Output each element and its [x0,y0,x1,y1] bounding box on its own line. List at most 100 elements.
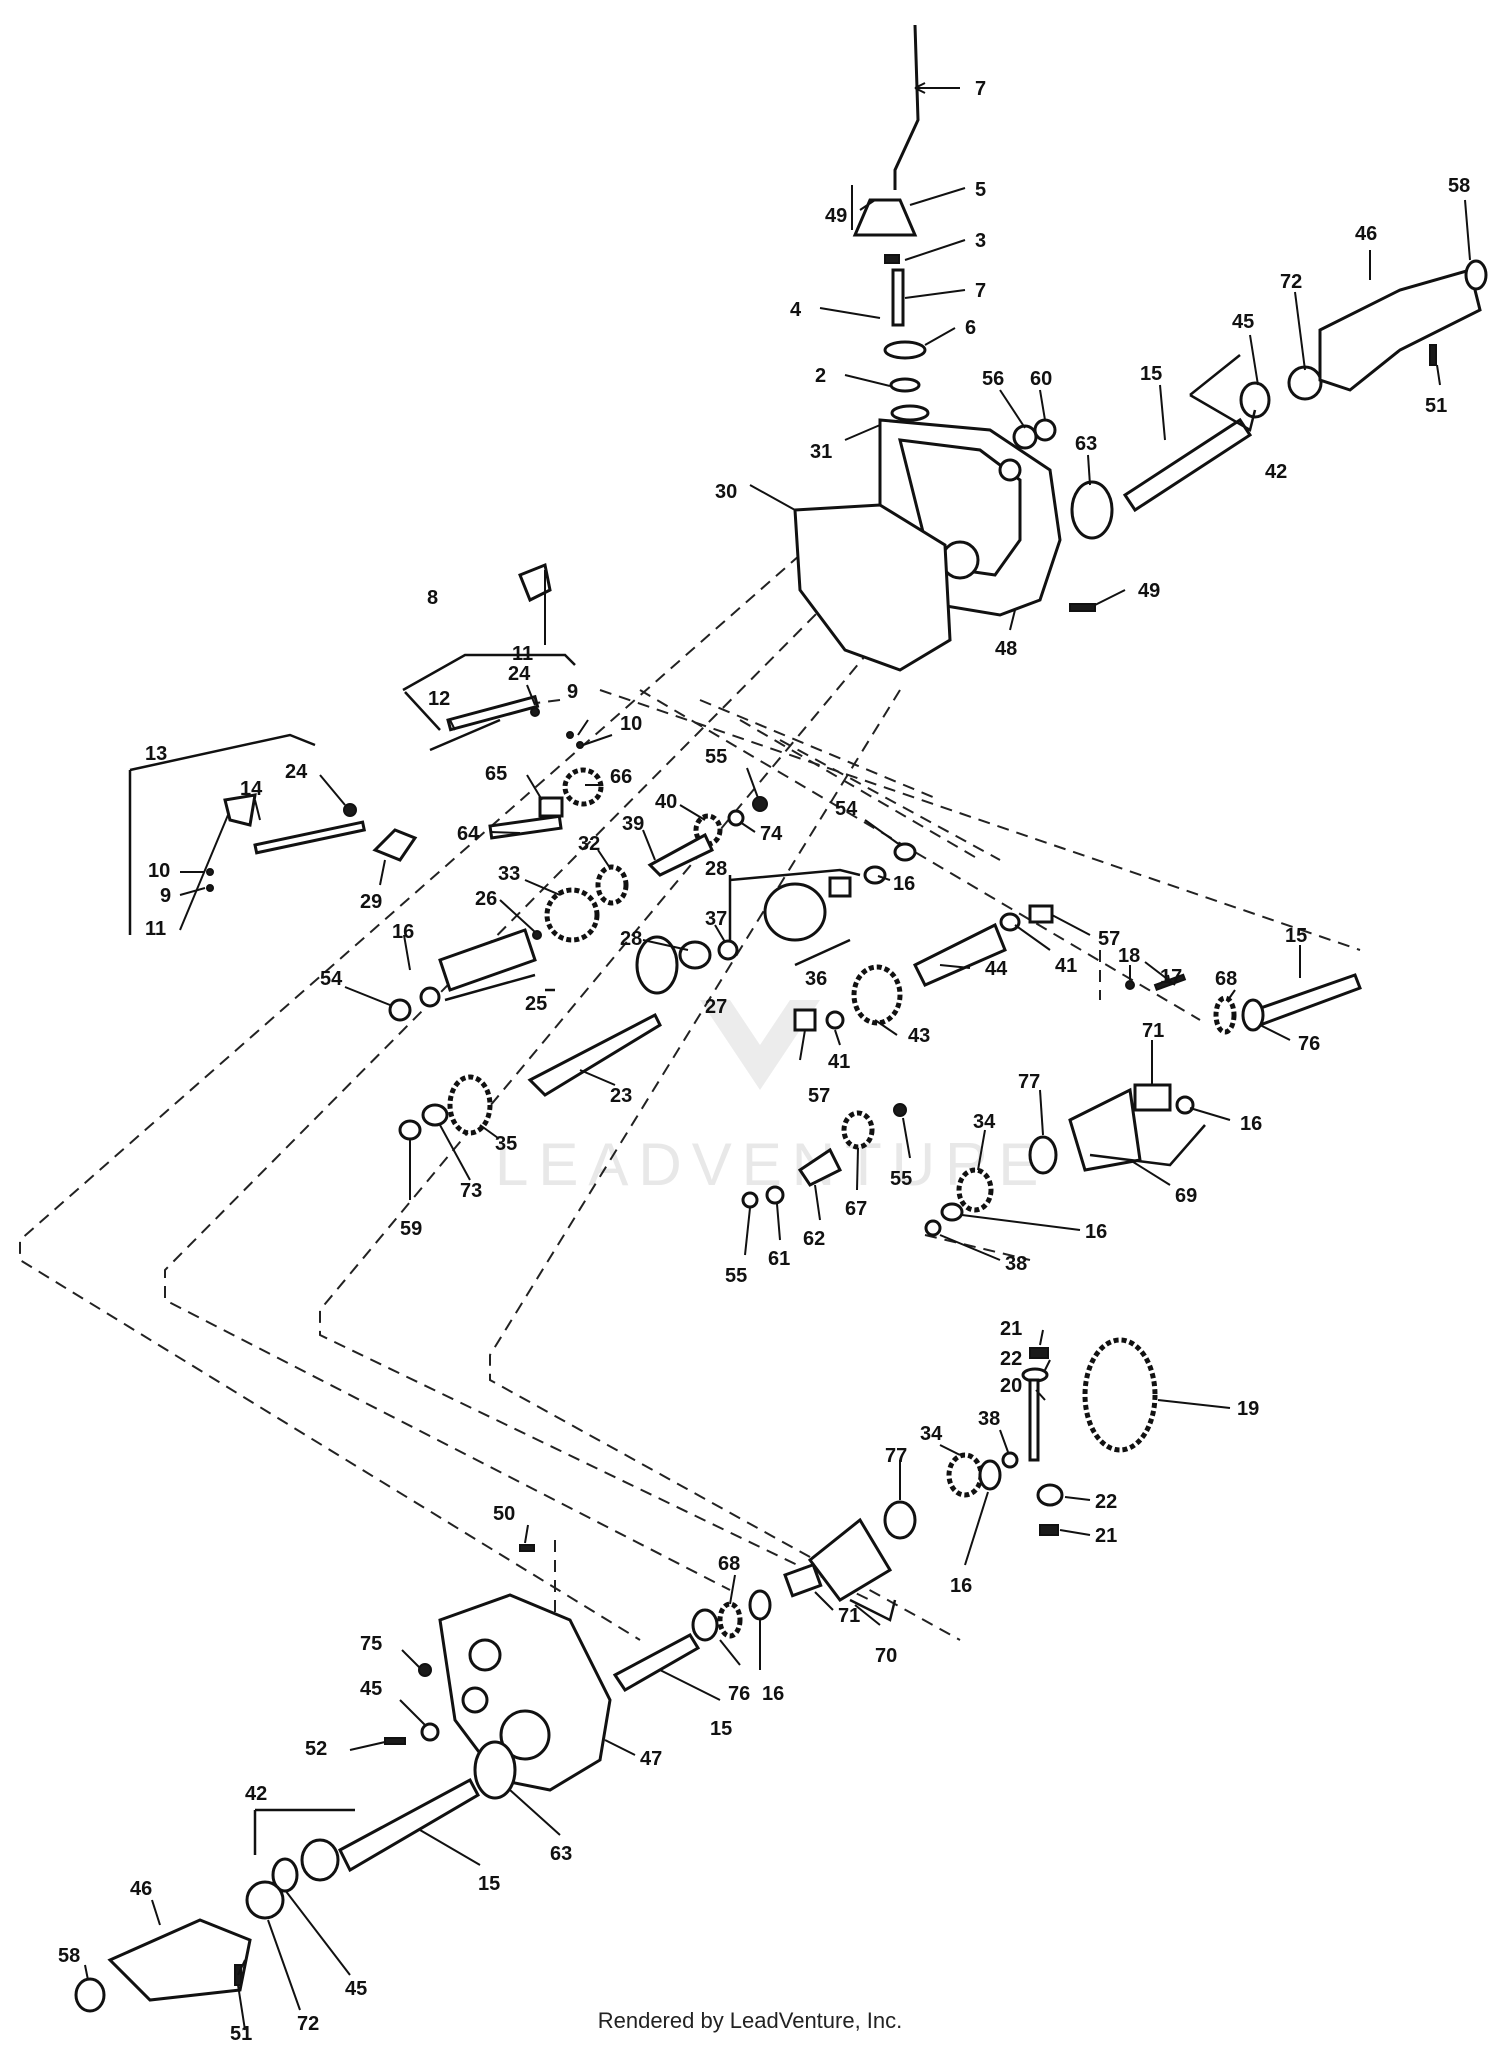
bushing-71b [783,1562,823,1598]
snap-ring-2 [889,377,921,393]
gear-train [388,767,1362,1237]
callout-72: 72 [297,2013,319,2035]
callout-77: 77 [1018,1071,1040,1093]
washer-16e [978,1459,1002,1491]
seal-58a [1464,259,1488,291]
callout-6: 6 [965,317,976,339]
callout-48: 48 [995,638,1017,660]
callout-62: 62 [803,1228,825,1250]
axle-housing-46b [107,1918,252,2002]
callout-34: 34 [920,1423,943,1445]
shaft-44 [912,922,1007,987]
ring-gear-19 [1082,1337,1158,1453]
axle-15a [1122,417,1253,513]
callout-56: 56 [982,368,1004,390]
oring-72a [1287,365,1323,401]
callout-54: 54 [320,968,343,990]
callout-28: 28 [620,928,642,950]
bushing-57b [793,1008,817,1032]
callout-7: 7 [975,78,986,100]
seal-60 [1033,418,1057,442]
bearing-55b [893,1103,907,1117]
pin-50 [519,1544,535,1552]
bearing-54b [893,842,917,862]
bearing-68a [1213,995,1237,1035]
bolt-49b [1069,603,1096,612]
callout-32: 32 [578,833,600,855]
callout-2: 2 [815,365,826,387]
callout-numbers: 7 5 49 3 7 4 6 2 31 30 56 60 63 15 45 72… [58,78,1470,2045]
shaft-23 [527,1012,662,1097]
gear-33 [544,887,600,943]
washer-3 [884,254,900,264]
gear-43 [851,964,903,1026]
callout-14: 14 [240,778,263,800]
callout-47: 47 [640,1748,662,1770]
callout-8: 8 [427,587,438,609]
gear-27 [635,935,679,995]
callout-11: 11 [512,643,533,665]
callout-49: 49 [825,205,847,227]
bearing-42b [300,1838,340,1882]
leader-lines [84,82,1471,2031]
washer-16a [419,986,441,1008]
shaft-14 [253,820,367,855]
bolt-52 [384,1737,406,1745]
gear-32 [595,864,629,906]
bearing-54a [388,998,412,1022]
callout-63: 63 [550,1843,572,1865]
callout-42: 42 [245,1783,267,1805]
callout-66: 66 [610,766,632,788]
oring-72b [245,1880,285,1920]
footer-credit: Rendered by LeadVenture, Inc. [597,2008,903,2033]
callout-22: 22 [1095,1491,1117,1513]
washer-73 [421,1103,449,1127]
gear-34a [956,1167,994,1213]
callout-11: 11 [145,918,166,940]
bolt-51a [1429,344,1437,366]
callout-71: 71 [838,1605,860,1627]
bearing-68b [717,1601,743,1639]
callout-33: 33 [498,863,520,885]
callout-16: 16 [392,921,414,943]
callout-46: 46 [130,1878,152,1900]
callout-20: 20 [1000,1375,1022,1397]
fork-11a [518,562,552,603]
shift-lever-rod [893,24,920,190]
callout-63: 63 [1075,433,1097,455]
callout-68: 68 [1215,968,1237,990]
callout-9: 9 [567,681,578,703]
callout-19: 19 [1237,1398,1259,1420]
bushing-71a [1133,1083,1172,1112]
callout-16: 16 [893,873,915,895]
callout-45: 45 [345,1978,367,2000]
callout-57: 57 [1098,928,1120,950]
callout-41: 41 [828,1051,850,1073]
shift-pin [891,268,905,327]
spacer-65 [538,796,564,818]
bearing-37 [717,939,739,961]
pin-26 [532,930,542,940]
gear-67 [841,1110,875,1150]
leadventure-watermark: LEADVENTURE [495,1000,1038,1198]
bearing-56 [1012,424,1038,450]
callout-65: 65 [485,763,507,785]
callout-72: 72 [1280,271,1302,293]
seal-76a [1241,998,1265,1032]
washer-41b [825,1010,845,1030]
shaft-39 [647,832,714,877]
bearing-55a [752,796,768,812]
callout-45: 45 [1232,311,1254,333]
callout-61: 61 [768,1248,790,1270]
callout-51: 51 [1425,395,1447,417]
axle-15c [612,1633,701,1693]
gasket-31 [890,404,930,422]
washer-16c [1175,1095,1195,1115]
callout-77: 77 [885,1445,907,1467]
bearing-63a [1070,480,1114,540]
washer-77a [1028,1135,1058,1175]
callout-10: 10 [620,713,642,735]
block-21b [1039,1524,1059,1536]
callout-69: 69 [1175,1185,1197,1207]
